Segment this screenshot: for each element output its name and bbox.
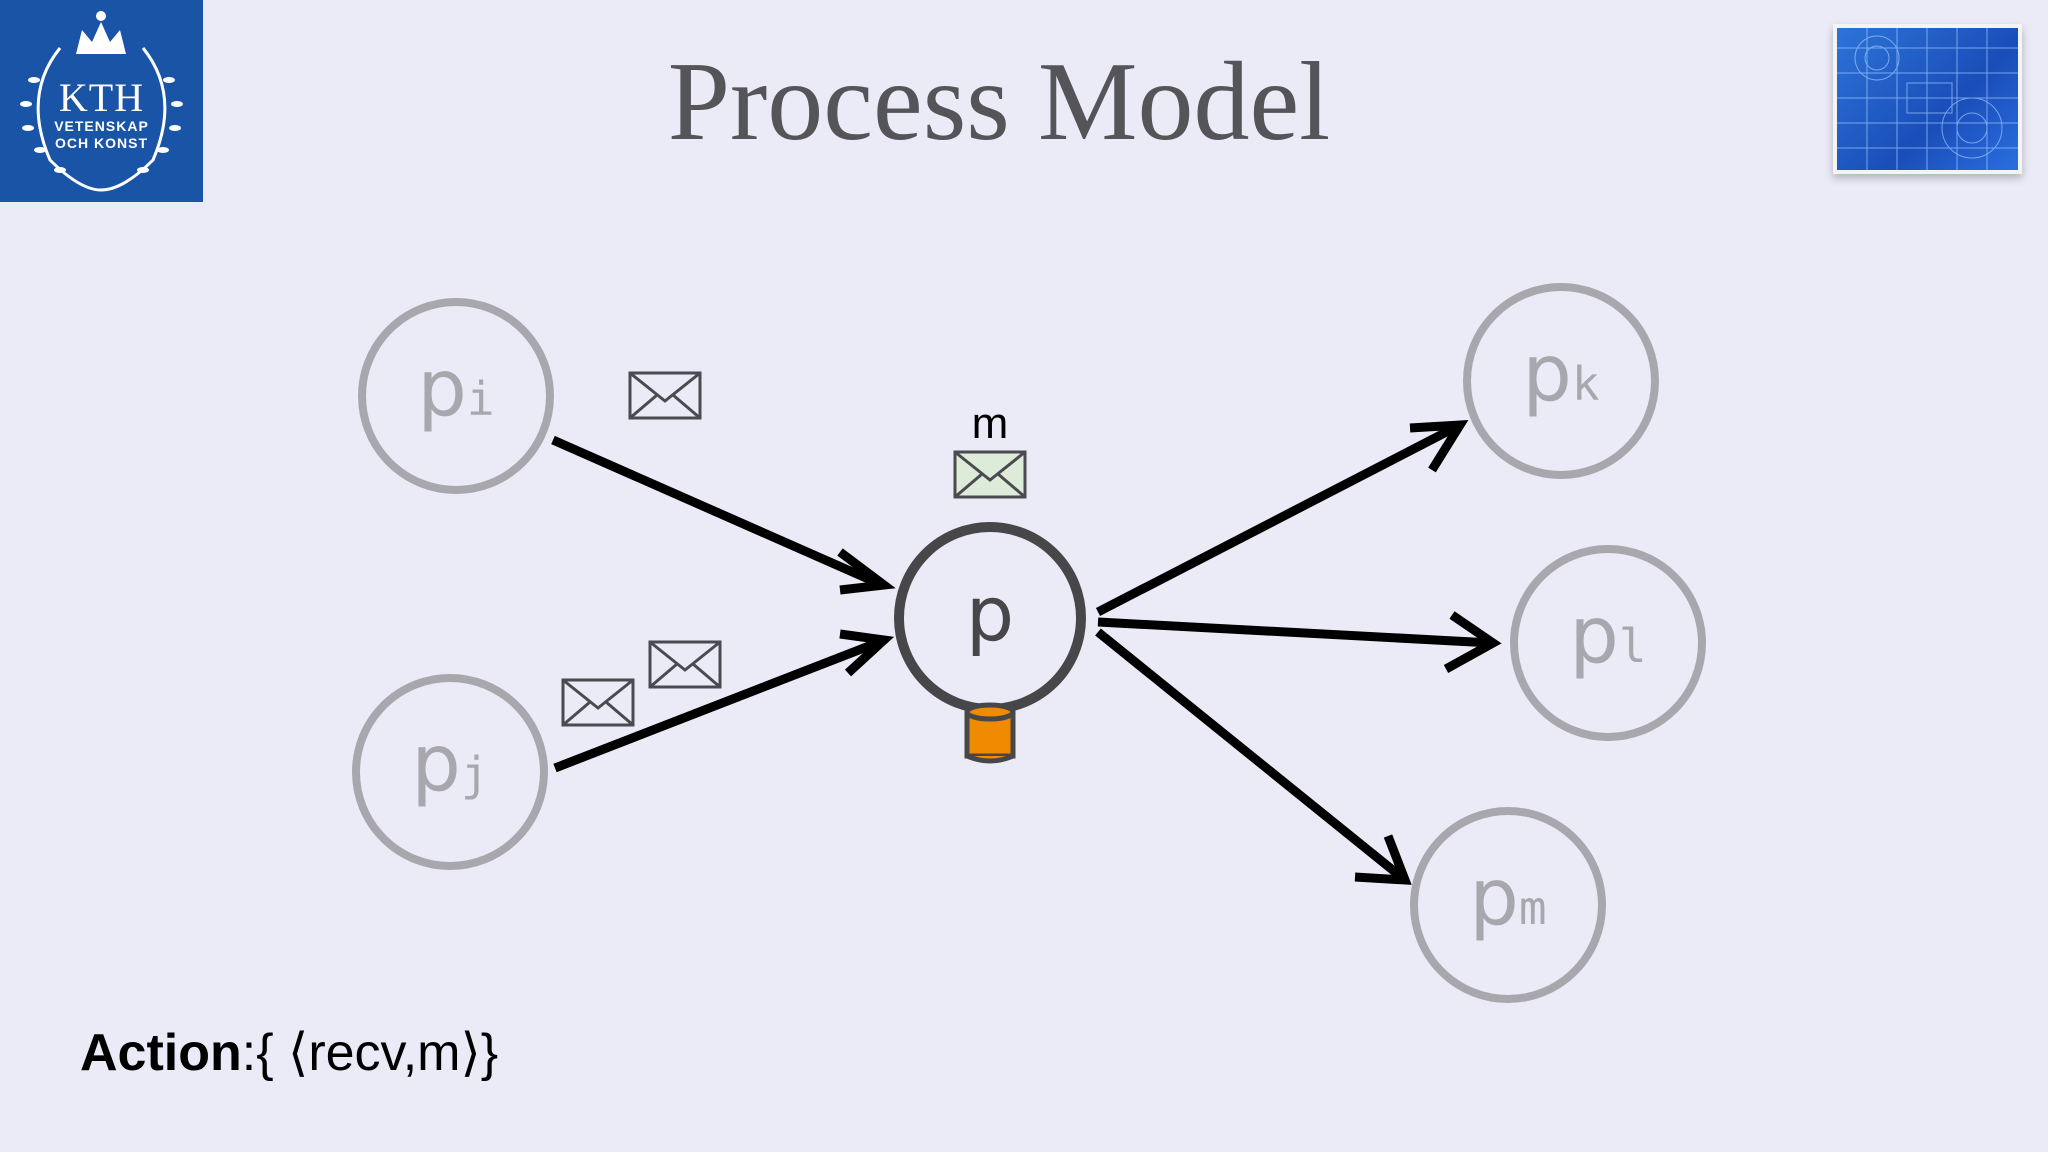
arrow-p-to-pm: [1095, 628, 1412, 885]
process-pl: pl: [1510, 545, 1706, 741]
blueprint-drawing: [1837, 28, 2018, 170]
process-pj-sub: j: [461, 747, 489, 801]
process-pm: pm: [1410, 807, 1606, 1003]
process-pk-base: p: [1522, 329, 1572, 419]
process-p-label: p: [966, 569, 1014, 658]
envelope-icon: [561, 678, 635, 727]
process-pi: pi: [358, 298, 554, 494]
logo-line-2: OCH KONST: [55, 135, 148, 151]
process-pk: pk: [1463, 283, 1659, 479]
process-pj-base: p: [411, 719, 461, 809]
process-pk-sub: k: [1572, 357, 1600, 411]
action-text: :{ ⟨recv,m⟩}: [241, 1024, 499, 1082]
arrow-pj-to-p: [553, 629, 895, 773]
envelope-icon: [628, 371, 702, 420]
svg-text:pi: pi: [417, 344, 494, 434]
process-pi-base: p: [417, 344, 467, 434]
message-label: m: [972, 399, 1009, 448]
arrow-pi-to-p: [551, 435, 896, 595]
process-pl-sub: l: [1619, 619, 1647, 673]
process-pm-base: p: [1469, 853, 1519, 943]
page-title: Process Model: [667, 40, 1331, 164]
arrow-p-to-pl: [1097, 611, 1502, 673]
svg-text:pl: pl: [1569, 591, 1646, 681]
envelope-icon: [648, 640, 722, 689]
arrow-p-to-pk: [1095, 419, 1469, 616]
svg-text:pj: pj: [411, 719, 488, 809]
process-p: p: [894, 522, 1086, 714]
logo-wordmark: KTH: [58, 75, 145, 120]
process-pj: pj: [352, 674, 548, 870]
action-line: Action:{ ⟨recv,m⟩}: [80, 1023, 498, 1083]
svg-text:pm: pm: [1469, 853, 1546, 943]
logo-line-1: VETENSKAP: [54, 118, 149, 134]
blueprint-image: [1833, 24, 2022, 174]
action-keyword: Action: [80, 1024, 242, 1082]
kth-logo: KTH VETENSKAP OCH KONST: [0, 0, 203, 202]
message-envelope-icon: [953, 450, 1027, 499]
process-pm-sub: m: [1519, 881, 1547, 935]
process-pl-base: p: [1569, 591, 1619, 681]
process-pi-sub: i: [467, 372, 495, 426]
storage-icon: [964, 702, 1016, 764]
laurel-wreath-icon: [20, 11, 183, 192]
svg-text:pk: pk: [1522, 329, 1599, 419]
